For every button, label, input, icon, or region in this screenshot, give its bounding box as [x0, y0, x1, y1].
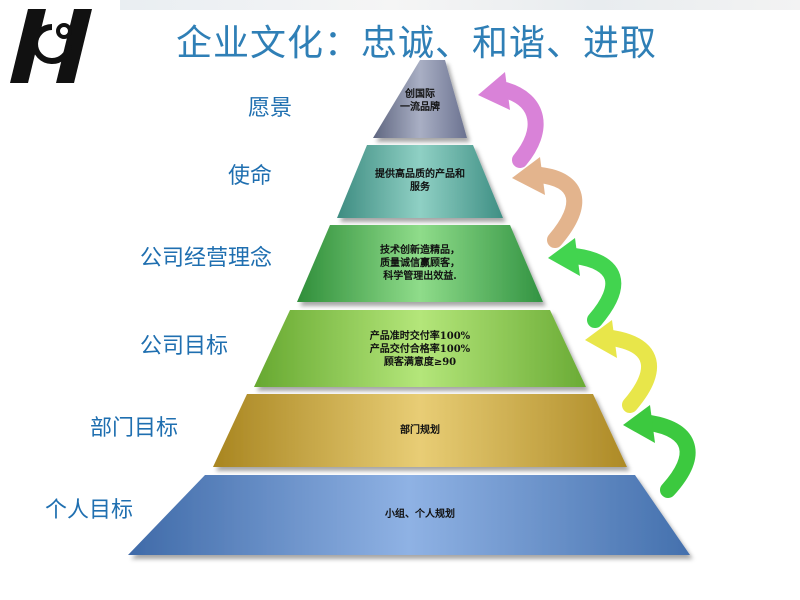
tier-text-line: 一流品牌 — [400, 102, 440, 113]
tier-text-line: 质量诚信赢顾客， — [380, 258, 460, 269]
tier-text-personal-goal: 小组、个人规划 — [340, 508, 500, 521]
tier-label-personal-goal: 个人目标 — [45, 498, 134, 523]
page-title: 企业文化：忠诚、和谐、进取 — [176, 23, 658, 64]
tier-text-line: 小组、个人规划 — [385, 509, 455, 520]
tier-text-line: 顾客满意度≥90 — [383, 357, 457, 368]
tier-text-line: 部门规划 — [400, 425, 440, 436]
tier-text-line: 创国际 — [405, 89, 435, 100]
tier-text-line: 服务 — [410, 182, 430, 193]
company-logo-icon — [10, 9, 92, 83]
curved-arrow-1 — [478, 72, 544, 168]
curved-arrow-2 — [512, 157, 583, 248]
tier-label-dept-goal: 部门目标 — [90, 416, 179, 441]
tier-vision-block — [373, 60, 467, 138]
tier-label-mission: 使命 — [228, 164, 273, 189]
tier-text-philosophy: 技术创新造精品， 质量诚信赢顾客， 科学管理出效益. — [340, 244, 500, 283]
tier-philosophy-block — [297, 225, 543, 302]
tier-text-mission: 提供高品质的产品和 服务 — [350, 168, 490, 194]
top-decor-strip — [120, 0, 800, 10]
curved-arrow-5 — [623, 405, 696, 498]
tier-mission-block — [337, 145, 503, 218]
tier-text-line: 产品交付合格率100% — [369, 344, 471, 355]
tier-company-goal-block — [254, 310, 586, 387]
tier-dept-goal-block — [213, 394, 627, 467]
tier-text-dept-goal: 部门规划 — [360, 424, 480, 437]
tier-label-vision: 愿景 — [248, 96, 293, 121]
tier-text-vision: 创国际 一流品牌 — [388, 88, 452, 114]
tier-text-line: 提供高品质的产品和 — [375, 169, 465, 180]
tier-personal-goal-block — [128, 475, 690, 555]
tier-text-company-goal: 产品准时交付率100% 产品交付合格率100% 顾客满意度≥90 — [330, 330, 510, 369]
curved-arrow-3 — [548, 238, 622, 328]
tier-text-line: 产品准时交付率100% — [369, 331, 471, 342]
tier-text-line: 科学管理出效益. — [383, 271, 457, 282]
tier-label-philosophy: 公司经营理念 — [140, 246, 273, 271]
curved-arrow-4 — [585, 320, 657, 413]
tier-text-line: 技术创新造精品， — [380, 245, 460, 256]
tier-label-company-goal: 公司目标 — [140, 334, 229, 359]
